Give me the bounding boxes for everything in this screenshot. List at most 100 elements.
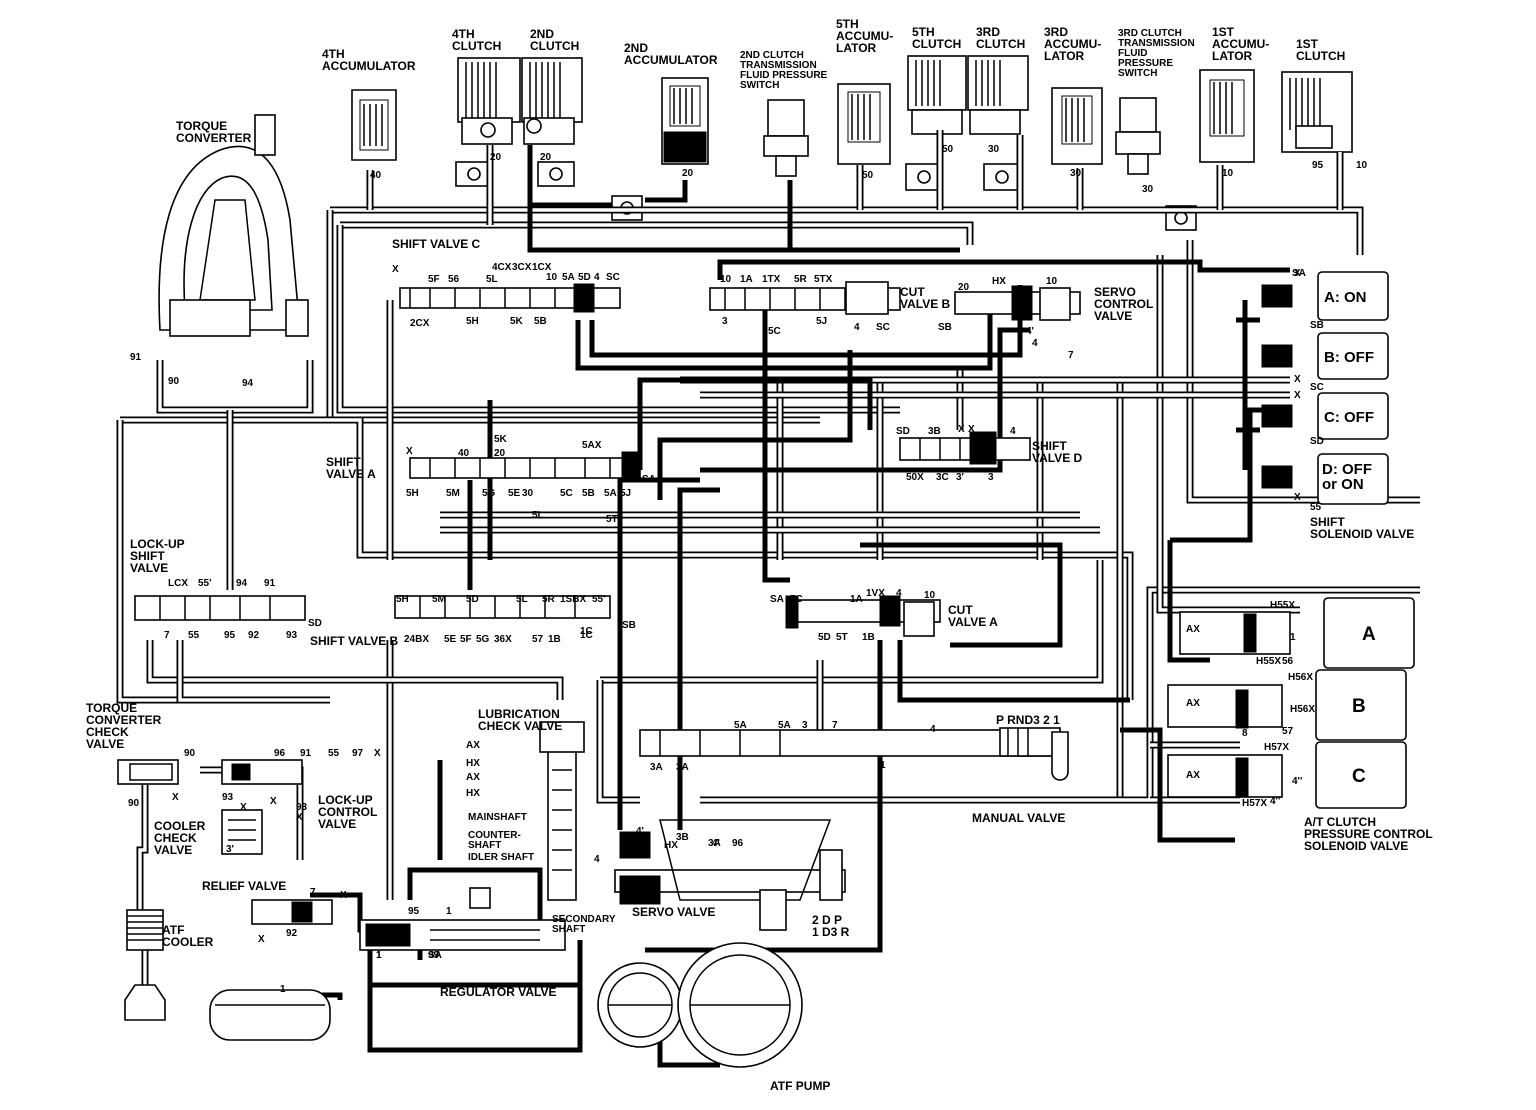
port-label: 5AX (582, 440, 602, 451)
port-label: 5T (836, 632, 848, 643)
port-label: 50 (942, 144, 954, 155)
port-label: X (1294, 374, 1301, 385)
port-label: 4'' (1292, 776, 1302, 787)
port-label: X (374, 748, 381, 759)
port-label: 1 (446, 906, 452, 917)
port-label: 56 (1282, 656, 1294, 667)
port-label: 99 (428, 950, 440, 961)
solenoid-box-a (1317, 271, 1389, 321)
port-label: 5F (428, 274, 440, 285)
lube-output-main: MAINSHAFT (468, 812, 527, 823)
port-label: X (270, 796, 277, 807)
port-label: SC (606, 272, 620, 283)
port-label: 5A (778, 720, 791, 731)
label-servo-valve: SERVO VALVE (632, 905, 715, 919)
port-label: 95 (1312, 160, 1324, 171)
port-label: 3C (936, 472, 949, 483)
label-atf-pump: ATF PUMP (770, 1079, 830, 1093)
port-label: 5A (562, 272, 575, 283)
valve-regulator (359, 887, 566, 951)
port-label: 57 (532, 634, 544, 645)
clutch-3rd (967, 55, 1029, 135)
solenoid-state-c: C: OFF (1324, 409, 1374, 426)
solenoid-state-a: A: ON (1324, 289, 1367, 306)
valve-servo-control (954, 285, 1081, 321)
valve-torque-converter-check (117, 759, 179, 785)
port-label: 4' (1026, 326, 1034, 337)
port-label: H57X (1264, 742, 1289, 753)
port-label: SA (1292, 268, 1306, 279)
port-label: H55X (1270, 600, 1295, 611)
port-label: 24BX (404, 634, 429, 645)
port-label: 5L (532, 510, 544, 521)
port-label: 97 (352, 748, 364, 759)
solenoid-box-b (1317, 332, 1389, 380)
port-label: 4'' (1270, 796, 1280, 807)
port-label: 5T (606, 514, 618, 525)
port-label: 5J (620, 488, 631, 499)
port-label: 5G (476, 634, 490, 645)
port-label: 5J (816, 316, 827, 327)
port-label: 1A (850, 594, 863, 605)
port-label: 10 (1222, 168, 1234, 179)
atf-cooler-unit (124, 909, 166, 1021)
port-label: 5C (560, 488, 573, 499)
accumulator-2nd (661, 77, 709, 165)
port-label: 7 (832, 720, 838, 731)
port-label: 57 (1282, 726, 1294, 737)
port-label: 55' (198, 578, 212, 589)
accumulator-5th (837, 83, 891, 165)
atf-pump-gears (597, 942, 803, 1068)
port-label: 20 (958, 282, 970, 293)
port-label: AX (1186, 698, 1200, 709)
port-label: 5H (466, 316, 479, 327)
port-label: 5L (516, 594, 528, 605)
valve-shift-b (394, 595, 611, 619)
port-label: 20 (540, 152, 552, 163)
port-label: 5K (494, 434, 508, 445)
port-label: SA (642, 474, 656, 485)
accumulator-1st (1199, 69, 1255, 163)
port-label: 55 (1310, 502, 1322, 513)
check-balls-top (455, 161, 1197, 231)
torque-converter-body (158, 114, 309, 337)
port-label: X (1294, 492, 1301, 503)
valve-manual (639, 727, 1069, 781)
port-label: 8 (1242, 728, 1248, 739)
pressure-solenoid-b (1167, 669, 1407, 741)
port-label: 40 (370, 170, 382, 181)
valve-lockup-shift (134, 595, 306, 621)
clutch-1st (1281, 71, 1353, 153)
port-label: 93 (222, 792, 234, 803)
port-label: 4 (930, 724, 936, 735)
atf-reservoir (209, 989, 331, 1041)
port-label: 5C (790, 594, 803, 605)
port-label: AX (466, 772, 480, 783)
port-label: 55 (188, 630, 200, 641)
clutch-5th (907, 55, 967, 135)
port-label: 4 (594, 854, 600, 865)
port-label: 5M (446, 488, 460, 499)
port-label: 4 (594, 272, 600, 283)
port-label: 2CX (410, 318, 430, 329)
port-label: 92 (286, 928, 298, 939)
port-label: 5D (578, 272, 591, 283)
port-label: 3A (708, 838, 721, 849)
port-label: 40 (458, 448, 470, 459)
port-label: X (968, 424, 975, 435)
port-label: 5H (406, 488, 419, 499)
valve-cooler-check (221, 809, 263, 855)
port-label: 96 (274, 748, 286, 759)
solenoid-box-d (1317, 453, 1389, 505)
manual-valve-positions: P RND3 2 1 (996, 713, 1060, 727)
port-label: 4CX (492, 262, 512, 273)
port-label: SC (876, 322, 890, 333)
